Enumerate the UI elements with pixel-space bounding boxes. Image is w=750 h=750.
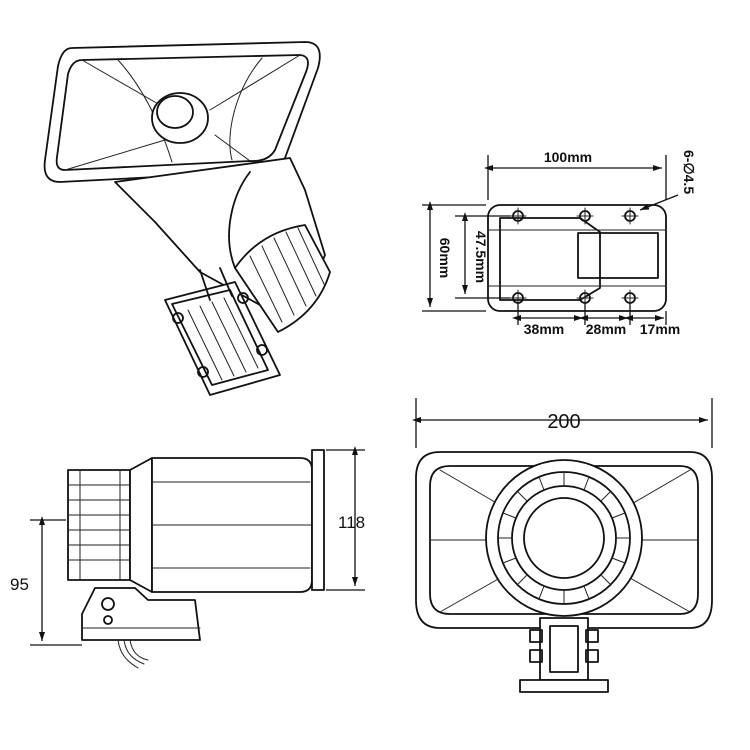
driver-rib-ticks bbox=[497, 471, 631, 605]
mounting-holes bbox=[509, 207, 639, 307]
mounting-plate-view: 100mm 6-∅4.5 60mm 47.5mm 38mm 28mm bbox=[422, 149, 697, 337]
width-100mm-label: 100mm bbox=[544, 149, 592, 165]
spacing-28mm-label: 28mm bbox=[586, 321, 626, 337]
spacing-17mm-label: 17mm bbox=[640, 321, 680, 337]
side-view: 118 95 bbox=[10, 446, 365, 669]
width-200-label: 200 bbox=[547, 411, 580, 433]
hole-spec-label: 6-∅4.5 bbox=[681, 150, 697, 194]
height-118-label: 118 bbox=[338, 513, 365, 532]
inner-47-5mm-label: 47.5mm bbox=[473, 231, 489, 283]
perspective-horn-view bbox=[43, 41, 331, 396]
front-view: 200 bbox=[412, 398, 713, 693]
height-60mm-label: 60mm bbox=[437, 238, 453, 278]
spacing-38mm-label: 38mm bbox=[524, 321, 564, 337]
base-height-95-label: 95 bbox=[10, 575, 29, 594]
